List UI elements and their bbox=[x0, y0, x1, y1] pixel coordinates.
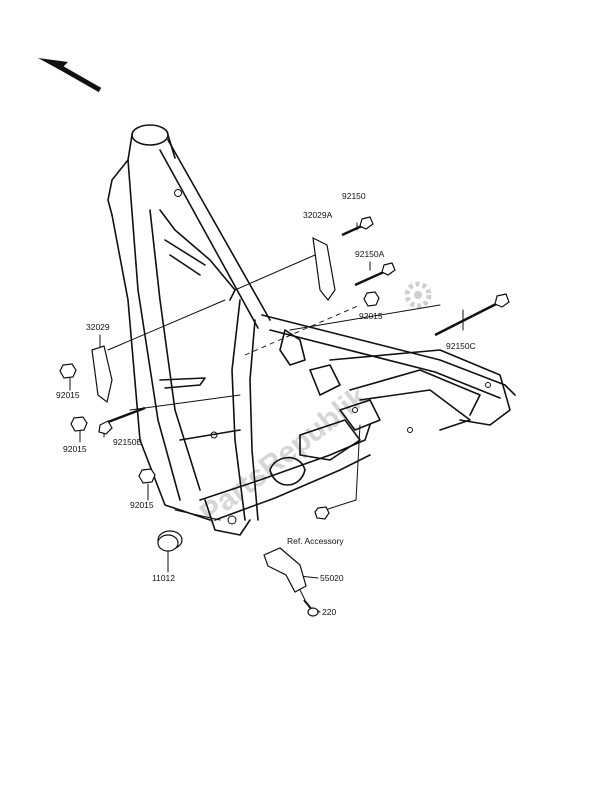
label-92150c: 92150C bbox=[446, 341, 476, 351]
nut-92015-a bbox=[59, 363, 77, 379]
bracket-32029a bbox=[312, 236, 336, 302]
label-32029: 32029 bbox=[86, 322, 110, 332]
label-92015-c: 92015 bbox=[130, 500, 154, 510]
label-ref-accessory: Ref. Accessory bbox=[287, 536, 344, 546]
watermark: PartsRepublik bbox=[194, 281, 432, 531]
bolt-92150a bbox=[354, 262, 396, 287]
bolt-ref-accessory bbox=[314, 506, 330, 520]
bolt-92150c bbox=[434, 293, 510, 337]
screw-220 bbox=[303, 599, 319, 617]
label-92150b: 92150B bbox=[113, 437, 143, 447]
label-92015-b: 92015 bbox=[63, 444, 87, 454]
bracket-32029 bbox=[91, 345, 113, 404]
label-92015-a: 92015 bbox=[56, 390, 80, 400]
watermark-text: PartsRepublik bbox=[194, 380, 374, 530]
leader-lines bbox=[69, 222, 464, 613]
label-92150: 92150 bbox=[342, 191, 366, 201]
bolt-92150 bbox=[341, 216, 374, 237]
label-92150a: 92150A bbox=[355, 249, 385, 259]
label-32029a: 32029A bbox=[303, 210, 333, 220]
bolt-92150b bbox=[98, 406, 146, 435]
guard-55020 bbox=[263, 547, 307, 593]
front-direction-arrow-icon bbox=[38, 58, 102, 93]
hardware-parts bbox=[59, 216, 510, 617]
nut-92015-c bbox=[138, 468, 156, 484]
nut-92015-right bbox=[363, 291, 380, 307]
nut-92015-b bbox=[70, 416, 88, 432]
label-92015-right: 92015 bbox=[359, 311, 383, 321]
label-220: 220 bbox=[322, 607, 336, 617]
part-labels: 32029A 92150 92150A 92015 92150C 32029 9… bbox=[56, 191, 476, 617]
label-11012: 11012 bbox=[152, 573, 175, 583]
label-55020: 55020 bbox=[320, 573, 344, 583]
motorcycle-frame bbox=[107, 124, 516, 536]
gear-watermark-icon bbox=[404, 281, 432, 309]
cap-11012 bbox=[157, 530, 183, 552]
